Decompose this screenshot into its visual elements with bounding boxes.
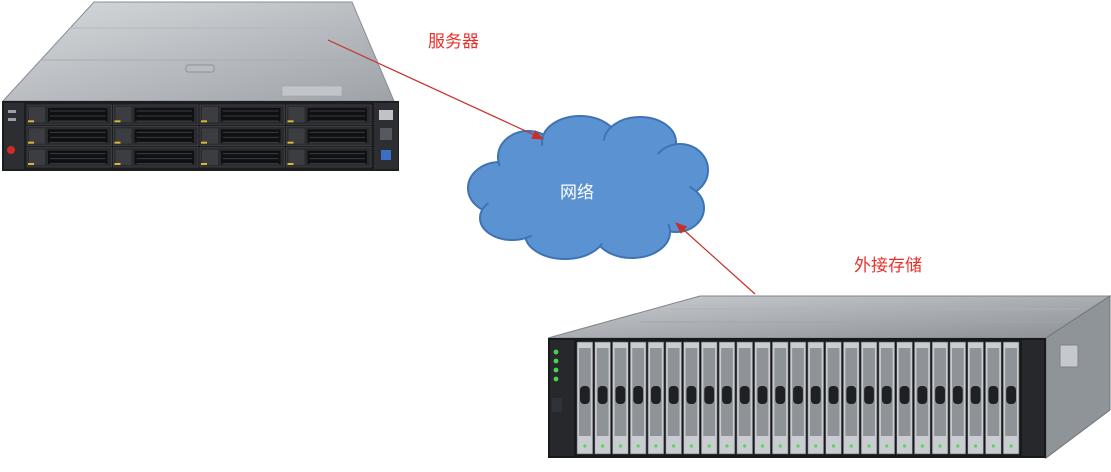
drive-bay: [113, 147, 199, 168]
drive-bay: [199, 126, 285, 146]
drive-bay: [931, 341, 949, 455]
drive-bay: [683, 341, 700, 455]
server-drive-bays: [26, 104, 372, 168]
drive-bay: [789, 341, 807, 455]
drive-bay: [629, 341, 647, 455]
storage-drive-bays: [576, 341, 1020, 455]
drive-bay: [286, 126, 372, 146]
drive-bay: [26, 104, 112, 125]
drive-bay: [718, 341, 736, 455]
drive-bay: [26, 147, 112, 168]
drive-bay: [199, 147, 285, 168]
drive-bay: [701, 341, 718, 455]
drive-bay: [1002, 341, 1020, 455]
drive-bay: [113, 126, 199, 146]
external-storage-label: 外接存储: [854, 256, 922, 276]
drive-bay: [914, 341, 931, 455]
disk-enclosure-icon: [547, 295, 1111, 459]
drive-bay: [896, 341, 913, 455]
drive-bay: [772, 341, 789, 455]
drive-bay: [286, 104, 372, 125]
drive-bay: [665, 341, 682, 455]
drive-bay: [949, 341, 967, 455]
drive-bay: [878, 341, 895, 455]
drive-bay: [199, 104, 285, 125]
drive-bay: [26, 126, 112, 146]
drive-bay: [612, 341, 629, 455]
network-label: 网络: [560, 183, 594, 203]
drive-bay: [647, 341, 665, 455]
drive-bay: [286, 147, 372, 168]
drive-bay: [985, 341, 1002, 455]
drive-bay: [576, 341, 594, 455]
drive-bay: [825, 341, 842, 455]
drive-bay: [113, 104, 199, 125]
drive-bay: [736, 341, 753, 455]
cloud-icon: [467, 115, 709, 260]
drive-bay: [807, 341, 824, 455]
drive-bay: [860, 341, 878, 455]
edge-server-to-network: [327, 39, 545, 140]
edge-storage-to-network: [675, 222, 756, 295]
rack-server-icon: [1, 1, 399, 171]
drive-bay: [754, 341, 771, 455]
server-label: 服务器: [428, 32, 479, 52]
drive-bay: [594, 341, 611, 455]
drive-bay: [843, 341, 860, 455]
drive-bay: [967, 341, 984, 455]
